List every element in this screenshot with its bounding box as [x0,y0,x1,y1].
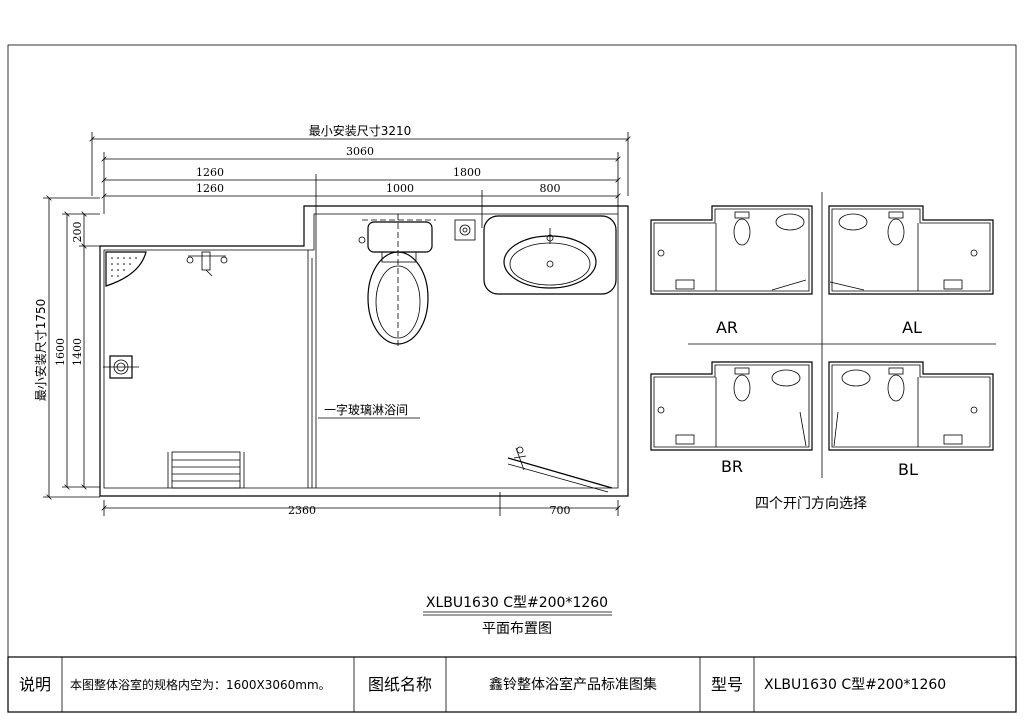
shelf-dots [111,257,137,277]
glass-shower-label: 一字玻璃淋浴间 [324,402,408,417]
dim-depth-1400: 1400 [71,338,84,366]
note-text: 本图整体浴室的规格内空为：1600X3060mm。 [70,677,331,692]
variant-bl-label: BL [898,460,918,479]
bench-icon [167,451,245,489]
variant-al-label: AL [902,318,922,337]
washbasin-icon [483,215,617,295]
dim-min-install-depth: 最小安装尺寸1750 [33,299,48,402]
dim-bottom-right: 700 [550,504,571,517]
valve-icon [454,219,476,241]
title-block: 说明 本图整体浴室的规格内空为：1600X3060mm。 图纸名称 鑫铃整体浴室… [7,656,1017,713]
variant-ar: AR [650,205,813,337]
sheet-border [7,44,1017,658]
door-swing [507,446,613,493]
drawing-model: XLBU1630 C型#200*1260 [426,595,608,611]
left-dimensions: 最小安装尺寸1750 1600 1400 200 [33,195,100,500]
dim-depth-1600: 1600 [54,338,67,366]
note-label: 说明 [19,675,51,694]
variants-caption: 四个开门方向选择 [755,496,867,512]
shower-mixer-icon [186,251,228,277]
drawing-subtitle: 平面布置图 [482,621,552,637]
model-value: XLBU1630 C型#200*1260 [764,677,946,693]
top-dimensions: 最小安装尺寸3210 3060 1260 1800 1260 1000 800 [89,123,631,214]
model-label: 型号 [711,675,743,694]
variant-br: BR [650,361,813,476]
dim-toilet-width: 1000 [386,182,414,195]
drawing-name-label: 图纸名称 [368,675,432,694]
floor-plan: 一字玻璃淋浴间 [99,205,629,497]
dim-left-width-1: 1260 [196,166,224,179]
dim-bottom-left: 2360 [288,504,316,517]
variant-bl: BL [828,361,994,479]
drawing-title: XLBU1630 C型#200*1260 平面布置图 [423,595,612,637]
floor-drain-icon [103,355,139,379]
dim-depth-200: 200 [71,222,84,243]
variant-grid [688,192,996,478]
inner-wall [103,213,619,489]
dim-right-width: 1800 [453,166,481,179]
bottom-dimensions: 2360 700 [101,492,621,517]
variant-br-label: BR [721,457,743,476]
dim-left-width-2: 1260 [196,182,224,195]
dim-min-install-length: 最小安装尺寸3210 [309,123,412,138]
dim-basin-width: 800 [540,182,561,195]
toilet-icon [358,214,436,346]
variant-al: AL [828,205,994,337]
corner-shelf [105,251,147,287]
drawing-name: 鑫铃整体浴室产品标准图集 [489,676,657,693]
variant-ar-label: AR [716,318,738,337]
outer-wall [99,205,629,497]
dim-total-length: 3060 [346,145,374,158]
